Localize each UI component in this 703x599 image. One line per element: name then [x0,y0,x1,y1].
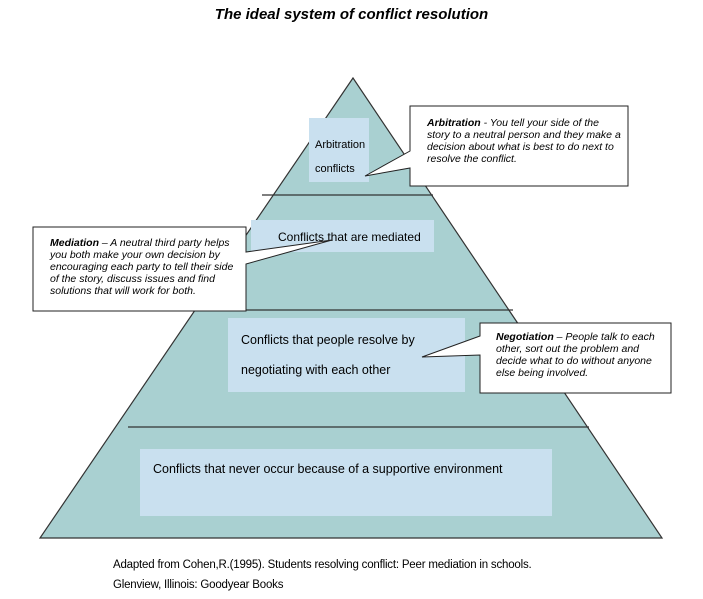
source-credit-line-2: Glenview, Illinois: Goodyear Books [113,579,284,591]
label-negotiated-line-1: Conflicts that people resolve by [241,333,415,347]
label-arbitration-line-2: conflicts [315,163,355,175]
callout-negotiation-box [421,322,672,394]
label-negotiated-line-2: negotiating with each other [241,363,391,377]
source-credit-line-1: Adapted from Cohen,R.(1995). Students re… [113,559,532,571]
callout-mediation-box [32,226,333,312]
callout-negotiation: Negotiation – People talk to each other,… [496,331,655,379]
label-arbitration-line-1: Arbitration [315,139,366,151]
diagram-title: The ideal system of conflict resolution [214,6,489,23]
label-never-occur-conflicts: Conflicts that never occur because of a … [140,449,552,516]
label-negotiated-conflicts: Conflicts that people resolve by negotia… [228,318,465,392]
callout-arbitration: Arbitration - You tell your side of the … [427,117,621,165]
callout-mediation: Mediation – A neutral third party helps … [50,237,234,297]
callout-arbitration-box [364,105,629,187]
label-arbitration-conflicts: Arbitration conflicts [309,118,369,182]
